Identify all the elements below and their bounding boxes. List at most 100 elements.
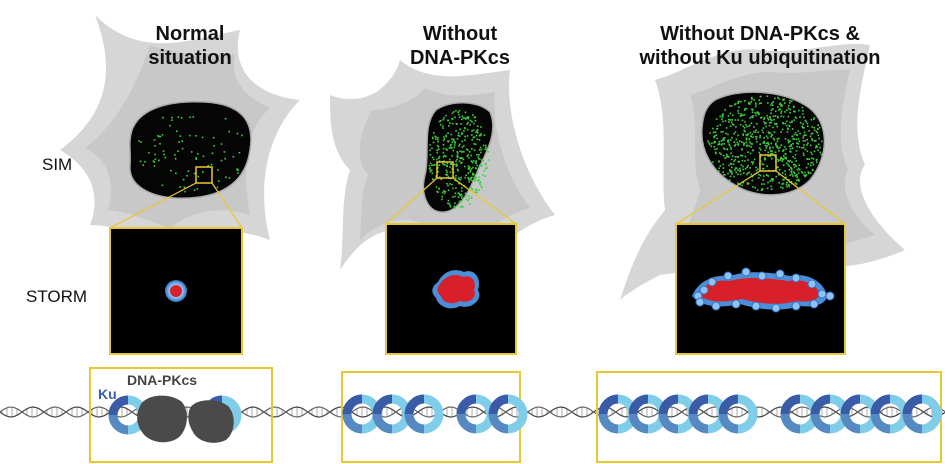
sim-focus <box>801 172 804 174</box>
sim-focus <box>431 164 433 166</box>
sim-focus <box>484 175 486 177</box>
sim-focus <box>161 134 164 136</box>
sim-focus <box>730 169 733 172</box>
sim-focus <box>763 183 765 185</box>
sim-focus <box>804 174 807 177</box>
sim-focus <box>790 170 793 172</box>
sim-focus <box>744 155 747 158</box>
sim-focus <box>461 118 463 121</box>
sim-focus <box>236 168 239 170</box>
sim-focus <box>477 179 479 182</box>
sim-focus <box>758 102 761 105</box>
sim-focus <box>750 173 753 176</box>
sim-focus <box>785 183 788 186</box>
sim-focus <box>805 134 807 136</box>
sim-focus <box>821 140 823 143</box>
sim-focus <box>481 164 483 167</box>
sim-focus <box>817 134 820 137</box>
sim-focus <box>731 119 733 121</box>
sim-focus <box>759 136 761 139</box>
sim-focus <box>479 134 482 137</box>
sim-focus <box>779 103 781 106</box>
sim-focus <box>436 158 438 161</box>
sim-focus <box>454 141 456 143</box>
sim-focus <box>773 139 776 141</box>
sim-focus <box>443 116 445 119</box>
sim-focus <box>780 112 782 114</box>
sim-focus <box>724 120 727 122</box>
sim-focus <box>485 146 487 149</box>
sim-focus <box>768 132 770 135</box>
sim-focus <box>804 119 807 122</box>
sim-focus <box>776 145 779 148</box>
sim-focus <box>811 153 813 156</box>
sim-focus <box>752 163 754 165</box>
sim-focus <box>725 127 728 129</box>
sim-focus <box>776 138 779 140</box>
sim-focus <box>798 179 800 182</box>
sim-focus <box>751 116 754 119</box>
sim-focus <box>771 104 774 106</box>
sim-focus <box>745 107 748 110</box>
sim-focus <box>761 163 764 165</box>
sim-focus <box>476 191 478 194</box>
sim-focus <box>459 178 462 181</box>
sim-focus <box>740 114 743 117</box>
sim-focus <box>786 185 788 188</box>
sim-focus <box>474 167 477 169</box>
sim-focus <box>729 179 731 181</box>
sim-focus <box>444 164 446 166</box>
sim-focus <box>731 173 733 175</box>
sim-focus <box>468 151 471 153</box>
sim-focus <box>454 195 456 198</box>
sim-focus <box>459 200 462 202</box>
sim-focus <box>753 158 756 161</box>
sim-focus <box>746 134 749 137</box>
sim-focus <box>751 143 754 145</box>
sim-focus <box>445 114 447 117</box>
column-title-without-dnapkcs: Without DNA-PKcs <box>380 22 540 70</box>
sim-focus <box>782 187 784 189</box>
sim-focus <box>789 121 791 124</box>
sim-focus <box>473 173 475 176</box>
sim-focus <box>442 156 445 158</box>
sim-focus <box>754 131 757 133</box>
zoom-line-without-dnapkcs-ku-right <box>775 170 846 225</box>
sim-focus <box>458 177 460 179</box>
sim-focus <box>467 165 470 167</box>
sim-focus <box>442 151 445 154</box>
sim-focus <box>479 146 482 149</box>
sim-focus <box>742 168 744 171</box>
sim-focus <box>752 149 754 152</box>
sim-focus <box>767 175 770 177</box>
sim-focus <box>452 187 454 190</box>
sim-focus <box>470 177 472 179</box>
sim-focus <box>441 195 444 198</box>
sim-focus <box>467 122 469 124</box>
sim-focus <box>771 102 773 104</box>
sim-focus <box>470 168 473 170</box>
sim-focus <box>447 199 450 202</box>
sim-focus <box>722 120 724 123</box>
sim-focus <box>451 141 454 144</box>
sim-focus <box>210 163 213 166</box>
sim-focus <box>758 113 760 115</box>
sim-focus <box>187 170 190 172</box>
sim-focus <box>170 169 172 172</box>
sim-focus <box>737 112 740 115</box>
sim-focus <box>774 115 777 117</box>
sim-focus <box>819 146 821 149</box>
sim-focus <box>805 120 808 123</box>
sim-focus <box>454 179 456 182</box>
ku-ring <box>718 394 758 434</box>
sim-focus <box>207 165 209 167</box>
sim-focus <box>434 135 437 138</box>
sim-focus <box>456 154 459 156</box>
sim-focus <box>470 187 472 189</box>
sim-focus <box>475 189 477 191</box>
sim-focus <box>453 163 456 166</box>
sim-focus <box>435 176 437 178</box>
sim-focus <box>464 139 466 142</box>
sim-focus <box>719 165 722 167</box>
sim-focus <box>487 159 490 161</box>
